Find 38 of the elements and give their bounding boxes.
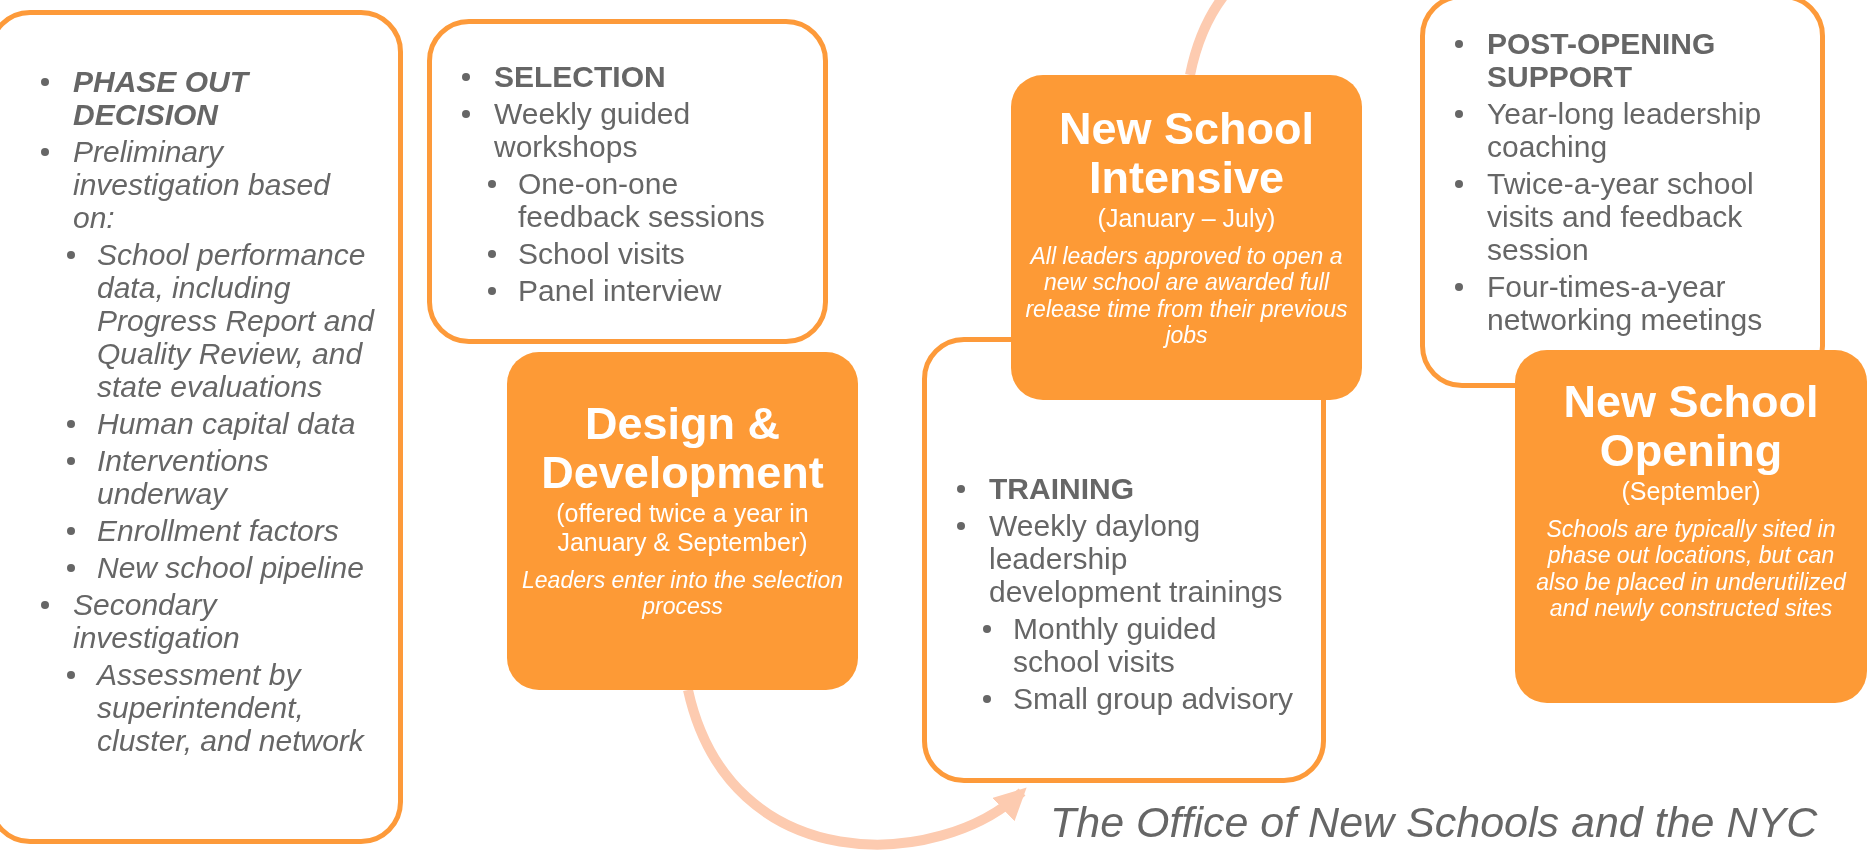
bullet-item: Twice-a-year school visits and feedback session (1447, 167, 1800, 266)
bullet-item: Weekly guided workshops (454, 97, 803, 163)
stage-box (507, 352, 858, 690)
bullet-item: TRAINING (949, 472, 1301, 505)
node-title: New School Opening (1562, 378, 1820, 476)
date-range: (offered twice a year in January & September) (555, 499, 810, 557)
bullet-item: Panel interview (454, 274, 803, 307)
note-text: All leaders approved to open a new school are awarded full release time from their previous jobs (1024, 242, 1349, 349)
bullet-item: One-on-one feedback sessions (454, 167, 803, 233)
date-range: (September) (1621, 477, 1761, 506)
caption-text: The Office of New Schools and the NYC (1050, 798, 1818, 847)
bullet-item: Enrollment factors (33, 514, 378, 547)
curved-arrow (683, 688, 1028, 850)
stage-box (1515, 350, 1867, 703)
bullet-item: Interventions underway (33, 444, 378, 510)
bullet-item: Monthly guided school visits (949, 612, 1301, 678)
bullet-item: Small group advisory (949, 682, 1301, 715)
bullet-item: POST-OPENING SUPPORT (1447, 27, 1800, 93)
node-title: Design & Development (540, 400, 825, 498)
bullet-item: Year-long leadership coaching (1447, 97, 1800, 163)
bullet-item: School performance data, including Progress Report and Quality Review, and state evaluations (33, 238, 378, 403)
bullet-item: New school pipeline (33, 551, 378, 584)
date-range: (January – July) (1097, 204, 1276, 233)
bullet-item: Four-times-a-year networking meetings (1447, 270, 1800, 336)
bullet-item: SELECTION (454, 60, 803, 93)
stage-box (1011, 75, 1362, 400)
bullet-item: Preliminary investigation based on: (33, 135, 378, 234)
bullet-item: Human capital data (33, 407, 378, 440)
bullet-item: Weekly daylong leadership development trainings (949, 509, 1301, 608)
bullet-item: School visits (454, 237, 803, 270)
list-panel (427, 19, 828, 344)
bullet-item: PHASE OUT DECISION (33, 65, 378, 131)
node-title: New School Intensive (1057, 105, 1315, 203)
list-panel (0, 10, 403, 844)
note-text: Schools are typically sited in phase out locations, but can also be placed in underutilized and newly constructed sites (1535, 515, 1848, 622)
bullet-item: Secondary investigation (33, 588, 378, 654)
note-text: Leaders enter into the selection process (521, 566, 844, 620)
bullet-item: Assessment by superintendent, cluster, and network (33, 658, 378, 757)
